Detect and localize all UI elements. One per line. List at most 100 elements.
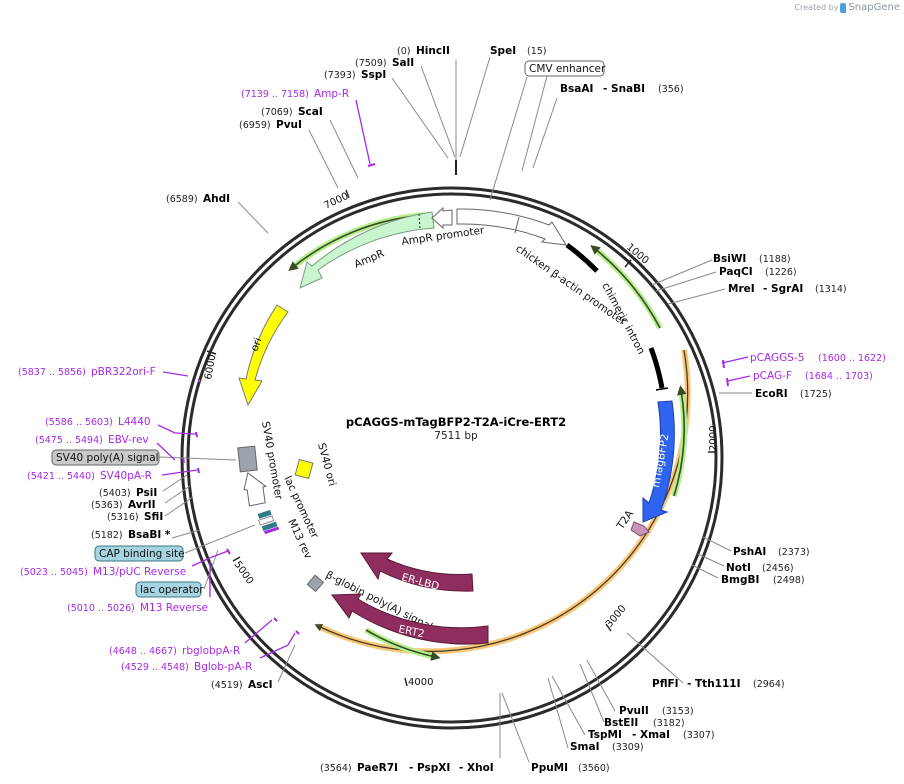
primer-m13-reverse[interactable]: (5010 .. 5026) M13 Reverse [67, 602, 208, 614]
bglobin-polya-feature[interactable] [306, 574, 325, 593]
chimeric-intron-bar-1 [565, 242, 599, 273]
primer-l4440[interactable]: (5586 .. 5603) L4440 [45, 416, 151, 428]
svg-text:PaeR7I: PaeR7I [357, 762, 398, 774]
site-pflfi-tth111i[interactable]: PflFI - Tth111I (2964) [652, 678, 785, 690]
boxed-lac-operator[interactable]: lac operator [135, 581, 204, 598]
svg-text:BmgBI: BmgBI [721, 574, 759, 586]
site-psii[interactable]: (5403) PsiI [99, 487, 157, 499]
site-sali[interactable]: (7509) SalI [355, 57, 414, 69]
primer-pcag-f[interactable]: pCAG-F (1684 .. 1703) [753, 370, 873, 382]
svg-text:NotI: NotI [726, 562, 751, 574]
primer-sv40pa-r[interactable]: (5421 .. 5440) SV40pA-R [27, 470, 152, 482]
svg-text:(5182): (5182) [91, 530, 123, 541]
svg-text:(3564): (3564) [320, 763, 352, 774]
site-smai[interactable]: SmaI (3309) [570, 741, 644, 753]
svg-text:(15): (15) [527, 46, 547, 57]
ampr-feature[interactable] [299, 211, 435, 289]
sv40-promoter-block[interactable] [237, 445, 258, 473]
site-ecori[interactable]: EcoRI (1725) [755, 388, 832, 400]
svg-text:PpuMI: PpuMI [531, 762, 568, 774]
tick-3000: 3000 [604, 603, 629, 630]
primer-rbglobpa-r[interactable]: (4648 .. 4667) rbglobpA-R [109, 645, 240, 657]
ampr-promoter-feature[interactable] [431, 206, 453, 230]
site-pshai[interactable]: PshAI (2373) [733, 546, 810, 558]
primer-bglob-pa-r[interactable]: (4529 .. 4548) Bglob-pA-R [121, 661, 252, 673]
site-tspmi-xmai[interactable]: TspMI - XmaI (3307) [588, 729, 715, 741]
svg-text:SalI: SalI [392, 57, 414, 69]
snapgene-credit: Created by SnapGene [794, 2, 900, 13]
site-sspi[interactable]: (7393) SspI [324, 69, 386, 81]
svg-text:(5403): (5403) [99, 488, 131, 499]
primer-amp-r[interactable]: (7139 .. 7158) Amp-R [241, 88, 349, 100]
site-bsabi[interactable]: (5182) BsaBI * [91, 529, 171, 541]
svg-text:SV40pA-R: SV40pA-R [100, 470, 152, 482]
svg-text:L4440: L4440 [118, 416, 151, 428]
svg-text:pBR322ori-F: pBR322ori-F [91, 366, 156, 378]
site-pvuii[interactable]: PvuII (3153) [619, 705, 694, 717]
site-ppumi[interactable]: PpuMI (3560) [531, 762, 610, 774]
svg-text:BstEII: BstEII [604, 717, 638, 729]
site-noti[interactable]: NotI (2456) [726, 562, 794, 574]
ert2-feature[interactable] [331, 593, 489, 645]
boxed-cap-binding-site[interactable]: CAP binding site [94, 545, 185, 562]
svg-text:(5316): (5316) [107, 512, 139, 523]
svg-text:SV40 poly(A) signal: SV40 poly(A) signal [56, 452, 159, 464]
svg-text:ScaI: ScaI [298, 106, 323, 118]
svg-text:(4648 .. 4667): (4648 .. 4667) [109, 646, 177, 657]
site-paer7i-pspxi-xhoi[interactable]: (3564) PaeR7I - PspXI - XhoI [320, 762, 494, 774]
primer-labels: (7139 .. 7158) Amp-R pCAGGS-5 (1600 .. 1… [18, 88, 886, 673]
site-spei[interactable]: SpeI (15) [490, 45, 547, 57]
snapgene-logo-icon [840, 2, 847, 13]
svg-text:(6959): (6959) [239, 120, 271, 131]
er-lbd-feature[interactable] [360, 552, 474, 592]
svg-text:(3153): (3153) [662, 706, 694, 717]
primer-m13-puc-reverse[interactable]: (5023 .. 5045) M13/pUC Reverse [20, 566, 186, 578]
boxed-cmv-enhancer[interactable]: CMV enhancer [524, 60, 606, 77]
icre-orf-line [314, 349, 689, 653]
site-paqci[interactable]: PaqCI (1226) [719, 266, 797, 278]
primer-pbr322ori-f[interactable]: (5837 .. 5856) pBR322ori-F [18, 366, 156, 378]
svg-text:(7393): (7393) [324, 70, 356, 81]
svg-text:(3560): (3560) [578, 763, 610, 774]
restriction-leaders [162, 56, 752, 763]
svg-text:(1725): (1725) [800, 389, 832, 400]
chicken-actin-promoter-feature[interactable] [456, 208, 567, 246]
primer-pcaggs-5[interactable]: pCAGGS-5 (1600 .. 1622) [750, 352, 886, 364]
svg-text:- PspXI: - PspXI [409, 762, 450, 774]
svg-text:- SgrAI: - SgrAI [763, 283, 803, 295]
svg-text:(4529 .. 4548): (4529 .. 4548) [121, 662, 189, 673]
site-hincii[interactable]: (0) HincII [397, 45, 450, 57]
site-mrei-sgrai[interactable]: MreI - SgrAI (1314) [728, 283, 847, 295]
svg-text:MreI: MreI [728, 283, 755, 295]
sv40-ori-feature[interactable] [294, 458, 314, 480]
svg-text:PvuII: PvuII [619, 705, 649, 717]
svg-text:(2498): (2498) [773, 575, 805, 586]
site-sfii[interactable]: (5316) SfiI [107, 511, 163, 523]
svg-text:(2373): (2373) [778, 547, 810, 558]
svg-text:(5363): (5363) [91, 500, 123, 511]
site-asci[interactable]: (4519) AscI [211, 679, 273, 691]
svg-text:SpeI: SpeI [490, 45, 516, 57]
svg-text:(6589): (6589) [166, 194, 198, 205]
site-bsteii[interactable]: BstEII (3182) [604, 717, 685, 729]
svg-text:- SnaBI: - SnaBI [603, 83, 645, 95]
site-bsaai-snabi[interactable]: BsaAI - SnaBI (356) [560, 83, 684, 95]
svg-text:(7509): (7509) [355, 58, 387, 69]
site-scai[interactable]: (7069) ScaI [261, 106, 323, 118]
svg-text:- XmaI: - XmaI [632, 729, 670, 741]
ori-feature[interactable] [238, 304, 289, 407]
site-pvui[interactable]: (6959) PvuI [239, 119, 302, 131]
site-bmgbi[interactable]: BmgBI (2498) [721, 574, 805, 586]
svg-text:PaqCI: PaqCI [719, 266, 753, 278]
primer-ebv-rev[interactable]: (5475 .. 5494) EBV-rev [35, 434, 149, 446]
site-bsiwi[interactable]: BsiWI (1188) [713, 253, 791, 265]
lac-features[interactable] [257, 509, 280, 535]
mtagbfp2-feature[interactable] [642, 400, 675, 523]
sv40-promoter-arrow[interactable] [242, 471, 268, 507]
site-avrii[interactable]: (5363) AvrII [91, 499, 156, 511]
svg-text:(5837 .. 5856): (5837 .. 5856) [18, 367, 86, 378]
site-ahdi[interactable]: (6589) AhdI [166, 193, 230, 205]
ert2-label: ERT2 [397, 623, 425, 640]
boxed-sv40-polya-signal[interactable]: SV40 poly(A) signal [51, 449, 160, 466]
t2a-feature[interactable] [630, 521, 650, 537]
